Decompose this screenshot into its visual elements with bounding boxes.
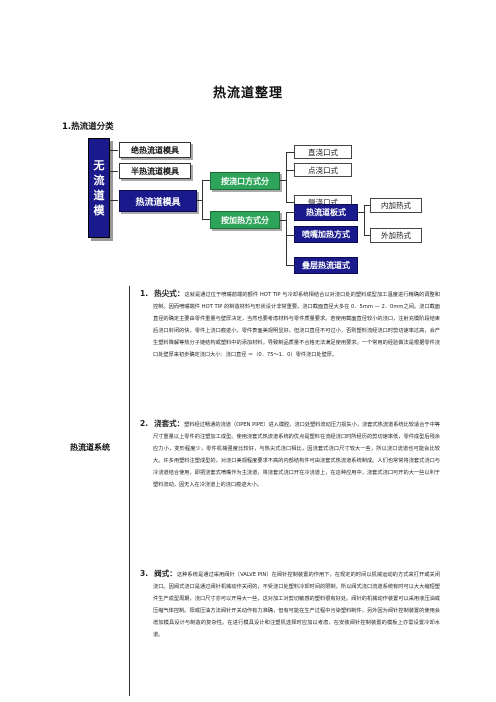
plate-sub-box: 外加热式 bbox=[370, 228, 422, 243]
connector bbox=[110, 200, 118, 201]
main-char: 无 bbox=[93, 159, 105, 172]
main-char: 流 bbox=[93, 174, 105, 187]
plate-sub-box: 内加热式 bbox=[370, 198, 422, 213]
system-label: 热流道系统 bbox=[70, 443, 110, 452]
connector bbox=[280, 220, 286, 221]
connector bbox=[286, 170, 294, 171]
connector bbox=[280, 180, 286, 181]
item-number: 3. bbox=[140, 569, 149, 578]
item-text: 这种系统是通过采用阀针（VALVE PIN）在阀针控制装置的作用下，在规定的时间… bbox=[153, 572, 440, 638]
connector bbox=[364, 205, 370, 206]
heat-type-box: 喷嘴加热方式 bbox=[294, 226, 358, 243]
by-gate-box: 按浇口方式分 bbox=[210, 172, 280, 190]
heat-type-box: 叠层热流道式 bbox=[294, 257, 358, 274]
connector bbox=[364, 235, 370, 236]
connector bbox=[364, 205, 365, 236]
hot-runner-mold-box: 绝热流道模具 bbox=[119, 142, 191, 158]
item-text: 这就是通过位于喷嘴前端的额件 HOT TIP 与冷却系统相结合以对浇口处的塑料成… bbox=[153, 292, 440, 358]
item-number: 2. bbox=[140, 419, 149, 428]
connector bbox=[286, 212, 294, 213]
connector bbox=[202, 180, 203, 220]
item-heading: 热尖式： bbox=[154, 289, 185, 298]
main-char: 模 bbox=[93, 204, 105, 217]
page-title: 热流道整理 bbox=[212, 86, 283, 101]
main-char: 道 bbox=[93, 189, 105, 202]
connector bbox=[286, 235, 294, 236]
item-heading: 浇套式： bbox=[154, 419, 185, 428]
connector bbox=[358, 212, 364, 213]
by-heat-box: 按加热方式分 bbox=[210, 211, 280, 229]
connector bbox=[110, 150, 118, 151]
item-number: 1. bbox=[140, 289, 149, 298]
connector bbox=[286, 265, 294, 266]
system-item-1: 1. 热尖式：这就是通过位于喷嘴前端的额件 HOT TIP 与冷却系统相结合以对浇… bbox=[140, 288, 440, 361]
system-item-2: 2. 浇套式：塑料经过畅通的浇道（OPEN PIPE）进入模腔。浇口处塑料流动压力… bbox=[140, 418, 440, 491]
connector bbox=[286, 202, 294, 203]
gate-type-box: 直浇口式 bbox=[294, 145, 352, 159]
system-divider bbox=[129, 286, 130, 696]
connector bbox=[286, 152, 287, 203]
gate-type-box: 点浇口式 bbox=[294, 163, 352, 177]
connector bbox=[286, 152, 294, 153]
main-box: 无 流 道 模 bbox=[88, 138, 110, 238]
item-text: 塑料经过畅通的浇道（OPEN PIPE）进入模腔。浇口处塑料流动压力损失小，浇套… bbox=[153, 422, 440, 488]
system-item-3: 3. 阀式：这种系统是通过采用阀针（VALVE PIN）在阀针控制装置的作用下，在… bbox=[140, 568, 440, 641]
heat-type-box: 热流道板式 bbox=[294, 204, 358, 221]
connector bbox=[197, 200, 202, 201]
item-heading: 阀式： bbox=[154, 569, 177, 578]
connector bbox=[202, 219, 210, 220]
hot-runner-box: 热流道模具 bbox=[119, 190, 197, 212]
connector bbox=[286, 212, 287, 266]
semi-hot-runner-mold-box: 半热流道模具 bbox=[119, 163, 191, 179]
section-heading: 1.热流道分类 bbox=[62, 122, 114, 132]
connector bbox=[202, 180, 210, 181]
connector bbox=[110, 171, 118, 172]
